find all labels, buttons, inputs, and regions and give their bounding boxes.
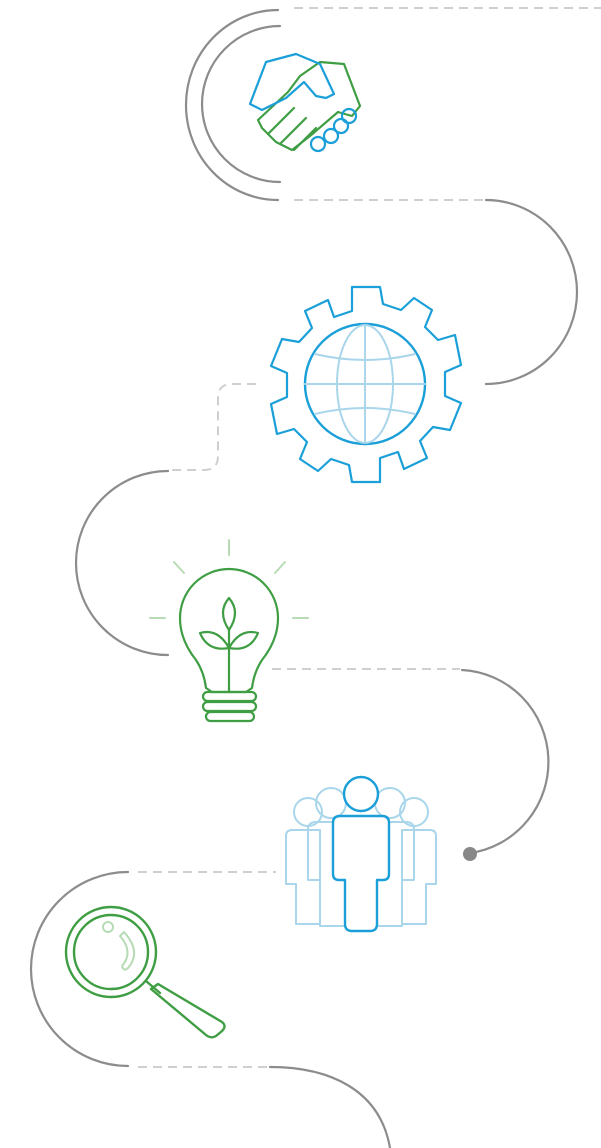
plant-icon [198,596,260,694]
path-arc-6 [268,1065,392,1148]
person-icon [331,775,391,933]
path-arc-4 [460,668,550,855]
magnifying-glass-icon [64,905,226,1039]
lightbulb-plant-icon [149,539,309,723]
light-rays-icon [149,539,309,619]
globe-gear-icon [269,285,463,484]
path-arc-2 [484,198,579,386]
path-endpoint-dot [463,847,477,861]
dashed-connector-3 [170,383,256,471]
path-arc-3 [74,469,170,657]
handshake-icon [248,52,362,153]
people-group-icon [285,775,437,933]
gear-icon [269,285,463,484]
path-arc-5 [29,870,130,1068]
path-arc-inner-1 [200,24,282,184]
path-arc-outer-1 [184,8,280,202]
